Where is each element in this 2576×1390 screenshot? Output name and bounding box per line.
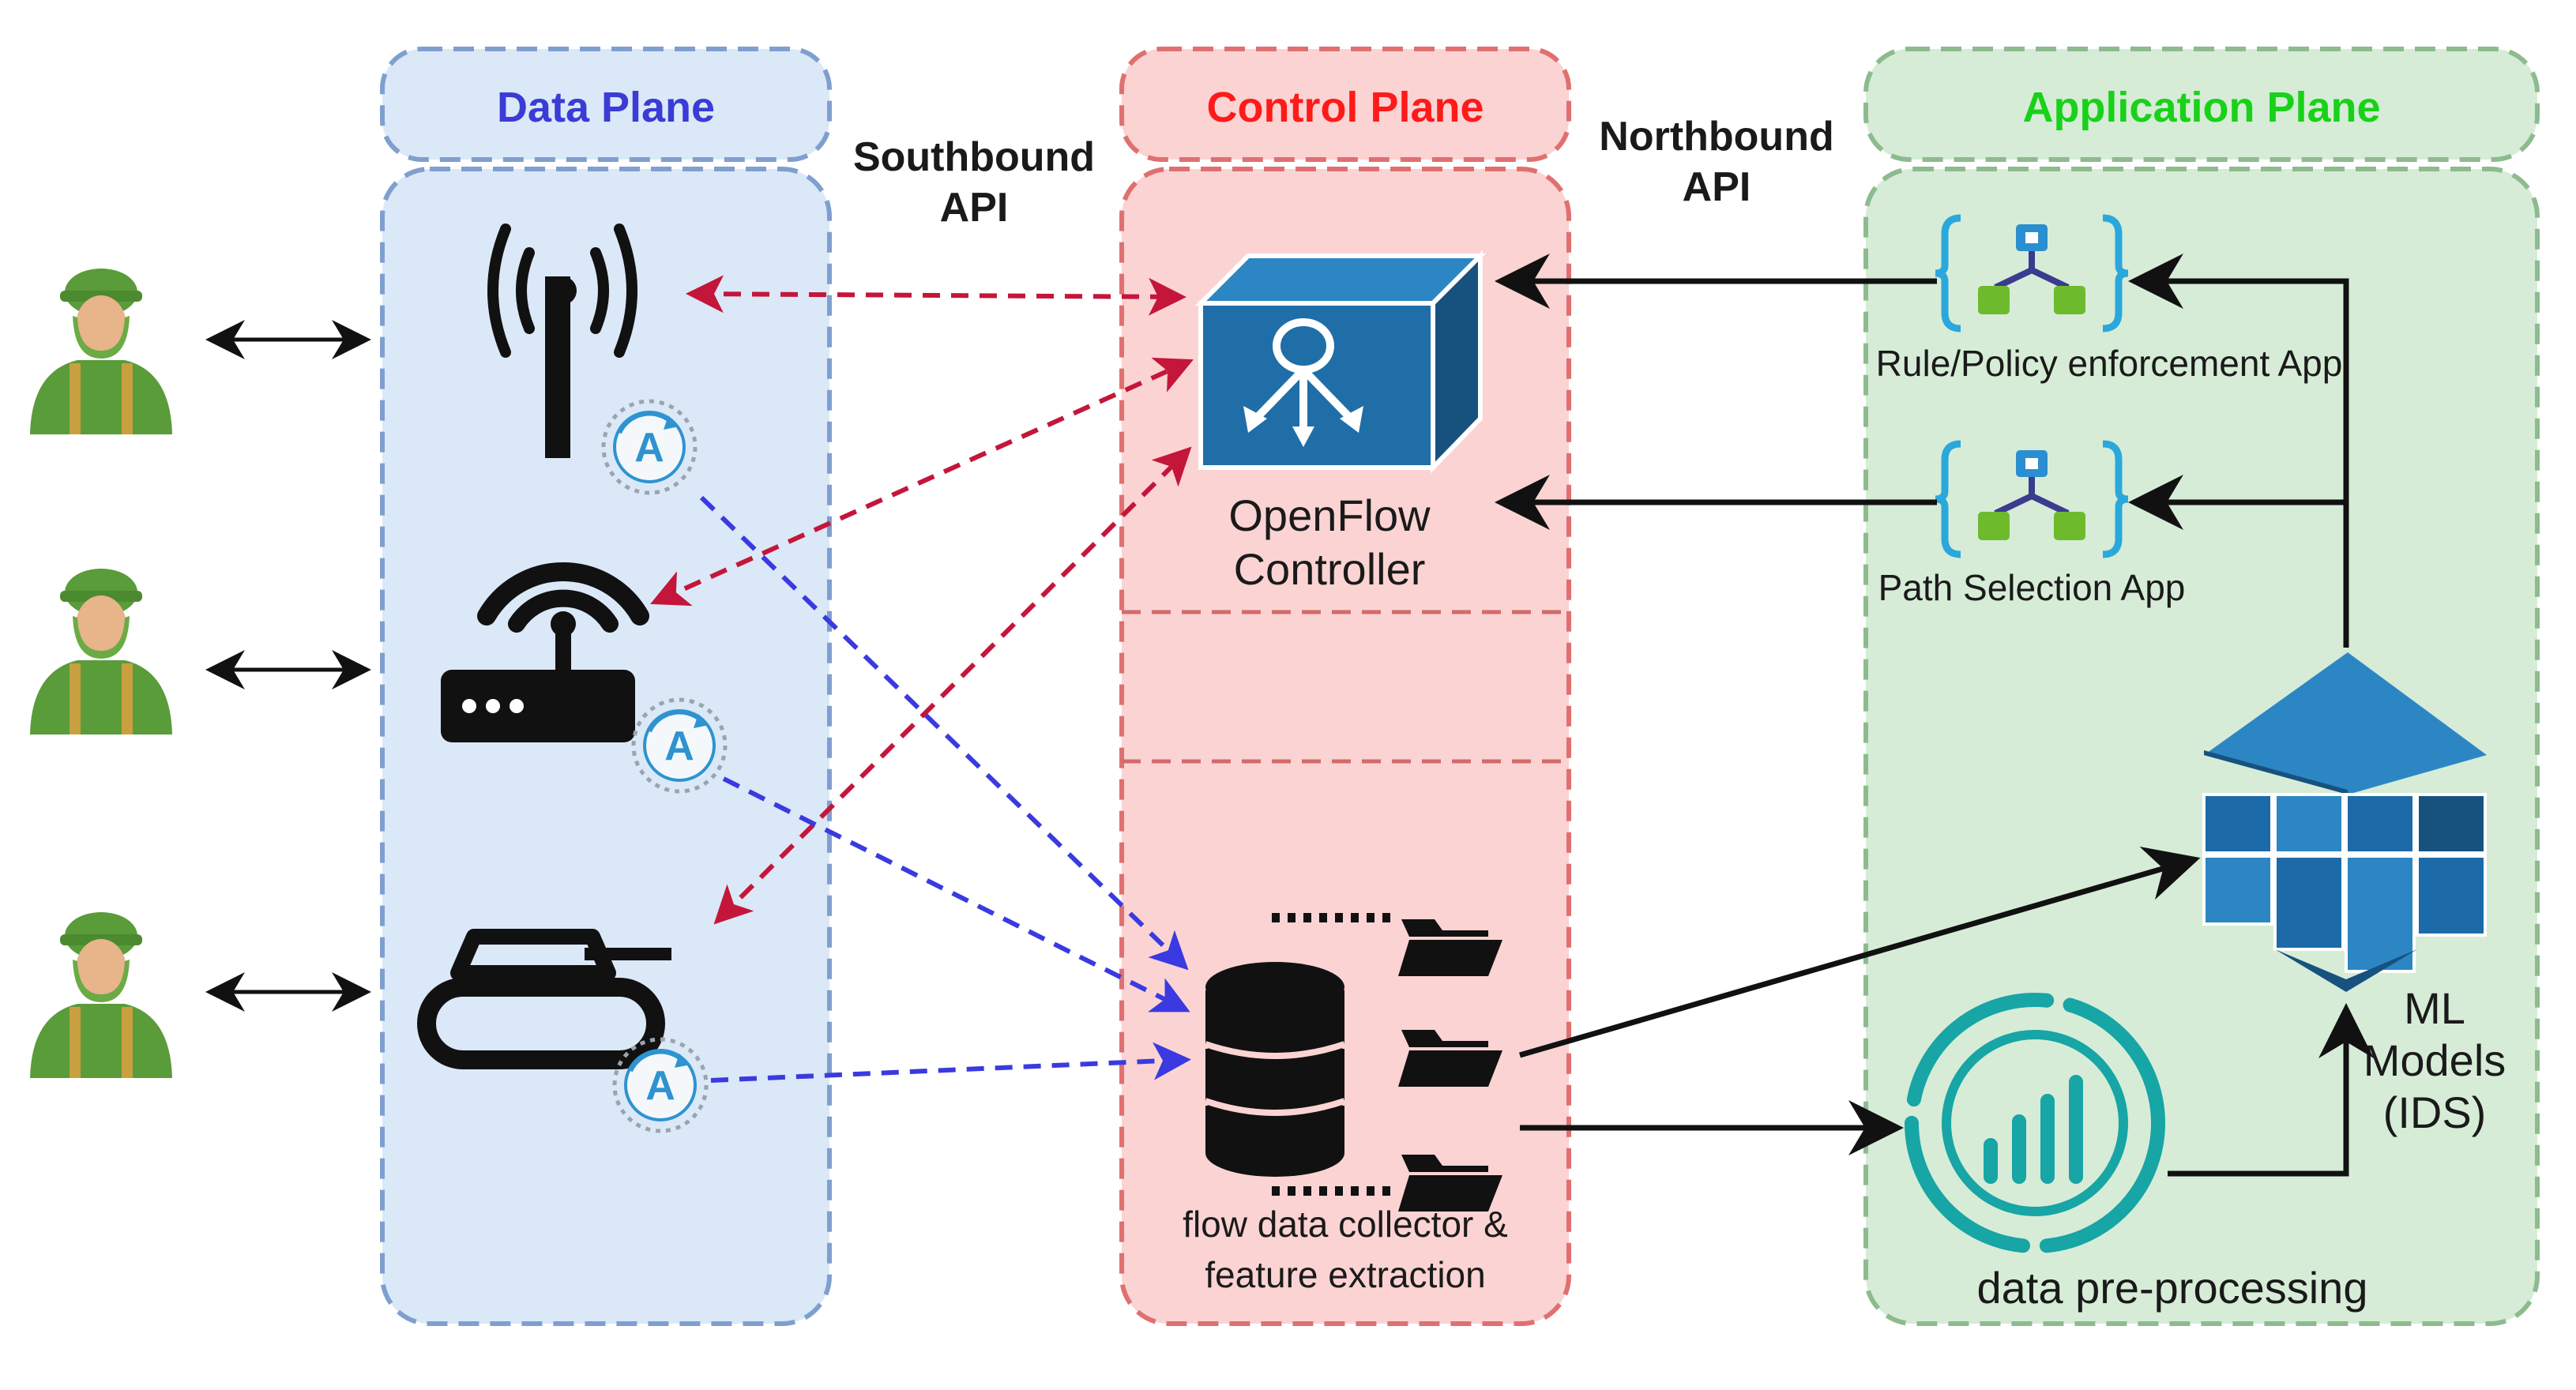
soldier-icon bbox=[30, 912, 172, 1078]
application-plane-title: Application Plane bbox=[2022, 84, 2380, 131]
svg-text:feature extraction: feature extraction bbox=[1205, 1254, 1485, 1295]
southbound-control-links bbox=[650, 275, 1194, 925]
path-selection-app-label: Path Selection App bbox=[1878, 567, 2186, 608]
southbound-link-tower bbox=[686, 275, 1186, 316]
telemetry-links bbox=[699, 495, 1191, 1083]
openflow-controller-icon bbox=[1194, 250, 1487, 474]
tank-icon bbox=[417, 929, 671, 1069]
northbound-api-label: Northbound API bbox=[1599, 114, 1833, 210]
control-plane-header bbox=[1119, 47, 1571, 162]
agent-badge-icon: A bbox=[634, 700, 725, 791]
database-icon bbox=[1204, 962, 1346, 1177]
data-plane-header bbox=[380, 47, 832, 162]
svg-text:OpenFlow: OpenFlow bbox=[1228, 490, 1431, 540]
southbound-api-label: Southbound API bbox=[853, 134, 1095, 231]
control-plane: Control Plane bbox=[1119, 47, 1571, 1326]
telemetry-link-tank bbox=[710, 1042, 1191, 1083]
data-flow-arrows bbox=[1495, 254, 2374, 1177]
ml-to-rule-app-arrow bbox=[2128, 254, 2349, 648]
svg-text:A: A bbox=[634, 425, 664, 471]
southbound-link-tank bbox=[713, 446, 1192, 925]
collector-label: flow data collector & feature extraction bbox=[1183, 1204, 1508, 1295]
ml-models-icon bbox=[2202, 652, 2487, 992]
svg-text:API: API bbox=[940, 185, 1009, 231]
soldier-icon bbox=[30, 569, 172, 734]
svg-text:ML: ML bbox=[2404, 983, 2465, 1033]
agent-badge-icon: A bbox=[615, 1039, 706, 1131]
svg-text:Controller: Controller bbox=[1234, 544, 1426, 594]
svg-text:Models: Models bbox=[2364, 1035, 2506, 1085]
svg-text:A: A bbox=[664, 723, 694, 769]
soldier-icon bbox=[30, 269, 172, 434]
svg-text:(IDS): (IDS) bbox=[2383, 1088, 2487, 1137]
telemetry-link-router bbox=[722, 776, 1190, 1012]
data-preprocessing-icon bbox=[1905, 993, 2165, 1253]
antenna-tower-icon bbox=[487, 224, 637, 458]
collector-to-ml-arrow bbox=[1519, 846, 2201, 1058]
data-preprocessing-label: data pre-processing bbox=[1977, 1263, 2368, 1313]
data-plane-title: Data Plane bbox=[497, 84, 715, 131]
preprocessing-to-ml-arrow bbox=[2168, 1003, 2374, 1177]
svg-text:API: API bbox=[1683, 164, 1751, 210]
rule-policy-app-label: Rule/Policy enforcement App bbox=[1876, 343, 2343, 384]
svg-text:A: A bbox=[645, 1063, 675, 1109]
openflow-controller-label: OpenFlow Controller bbox=[1228, 490, 1431, 594]
svg-text:Northbound: Northbound bbox=[1599, 114, 1833, 160]
svg-text:Southbound: Southbound bbox=[853, 134, 1095, 180]
wifi-router-icon bbox=[441, 562, 649, 742]
svg-text:flow data collector &: flow data collector & bbox=[1183, 1204, 1508, 1245]
application-plane-header bbox=[1863, 47, 2540, 162]
collector-dotted-connectors bbox=[1272, 913, 1390, 1196]
control-plane-title: Control Plane bbox=[1206, 84, 1484, 131]
ml-models-label: ML Models (IDS) bbox=[2364, 983, 2506, 1137]
data-plane-body bbox=[380, 167, 832, 1326]
